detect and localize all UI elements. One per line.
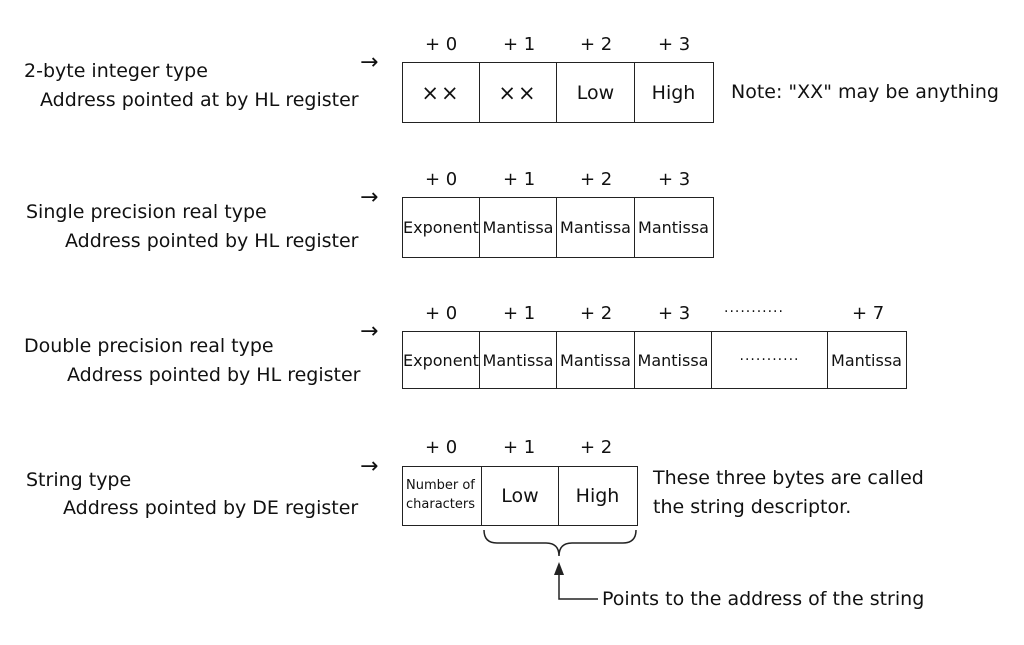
type-label-integer: 2-byte integer type xyxy=(24,60,208,82)
type-label-double: Double precision real type xyxy=(24,335,274,357)
pointer-arrowhead xyxy=(554,562,564,575)
offset-label: + 0 xyxy=(425,303,458,324)
byte-cell-mantissa: Mantissa xyxy=(831,350,902,370)
address-label-integer: Address pointed at by HL register xyxy=(40,89,359,111)
byte-cell-length: Number of characters xyxy=(403,467,482,525)
byte-cell-exponent: Exponent xyxy=(403,198,480,257)
pointer-label: Points to the address of the string xyxy=(602,588,925,610)
byte-cell-mantissa: Mantissa xyxy=(557,332,635,388)
offset-label: + 0 xyxy=(425,34,458,55)
arrow-icon: → xyxy=(360,454,379,479)
offset-label: + 7 xyxy=(852,303,885,324)
offset-ellipsis: ··········· xyxy=(724,304,784,320)
byte-cell-mantissa: Mantissa xyxy=(480,198,557,257)
type-label-string: String type xyxy=(26,469,132,491)
byte-row-single: Exponent Mantissa Mantissa Mantissa xyxy=(402,197,714,258)
type-label-single: Single precision real type xyxy=(26,201,267,223)
address-label-single: Address pointed by HL register xyxy=(65,230,359,252)
offset-label: + 2 xyxy=(580,303,613,324)
byte-cell-high: High xyxy=(651,81,696,104)
offset-label: + 1 xyxy=(503,303,536,324)
arrow-icon: → xyxy=(360,50,379,75)
offset-label: + 0 xyxy=(425,169,458,190)
offset-label: + 3 xyxy=(658,34,691,55)
offset-label: + 1 xyxy=(503,34,536,55)
descriptor-note-line2: the string descriptor. xyxy=(653,496,852,518)
offset-label: + 2 xyxy=(580,169,613,190)
byte-row-double: Exponent Mantissa Mantissa Mantissa ····… xyxy=(402,331,907,389)
offset-label: + 0 xyxy=(425,437,458,458)
byte-cell: ×× xyxy=(480,63,557,122)
arrow-icon: → xyxy=(360,185,379,210)
byte-cell-high: High xyxy=(575,485,620,507)
byte-cell-exponent: Exponent xyxy=(403,332,480,388)
byte-cell-ellipsis: ··········· xyxy=(712,332,828,388)
descriptor-brace xyxy=(483,529,637,557)
address-label-string: Address pointed by DE register xyxy=(63,497,359,519)
byte-cell-mantissa: Mantissa xyxy=(557,198,635,257)
offset-label: + 3 xyxy=(658,169,691,190)
offset-label: + 2 xyxy=(580,34,613,55)
offset-label: + 1 xyxy=(503,437,536,458)
byte-row-string: Number of characters Low High xyxy=(402,466,638,526)
byte-cell-mantissa: Mantissa xyxy=(480,332,557,388)
pointer-line xyxy=(558,574,598,600)
byte-cell-mantissa: Mantissa xyxy=(635,332,712,388)
byte-cell-mantissa: Mantissa xyxy=(638,218,709,237)
byte-cell-low: Low xyxy=(482,467,559,525)
descriptor-note-line1: These three bytes are called xyxy=(653,467,924,489)
arrow-icon: → xyxy=(360,319,379,344)
offset-label: + 3 xyxy=(658,303,691,324)
address-label-double: Address pointed by HL register xyxy=(67,364,361,386)
offset-label: + 2 xyxy=(580,437,613,458)
byte-cell-low: Low xyxy=(557,63,635,122)
integer-note: Note: "XX" may be anything xyxy=(731,81,999,103)
byte-cell: ×× xyxy=(403,63,480,122)
byte-row-integer: ×× ×× Low High xyxy=(402,62,714,123)
offset-label: + 1 xyxy=(503,169,536,190)
